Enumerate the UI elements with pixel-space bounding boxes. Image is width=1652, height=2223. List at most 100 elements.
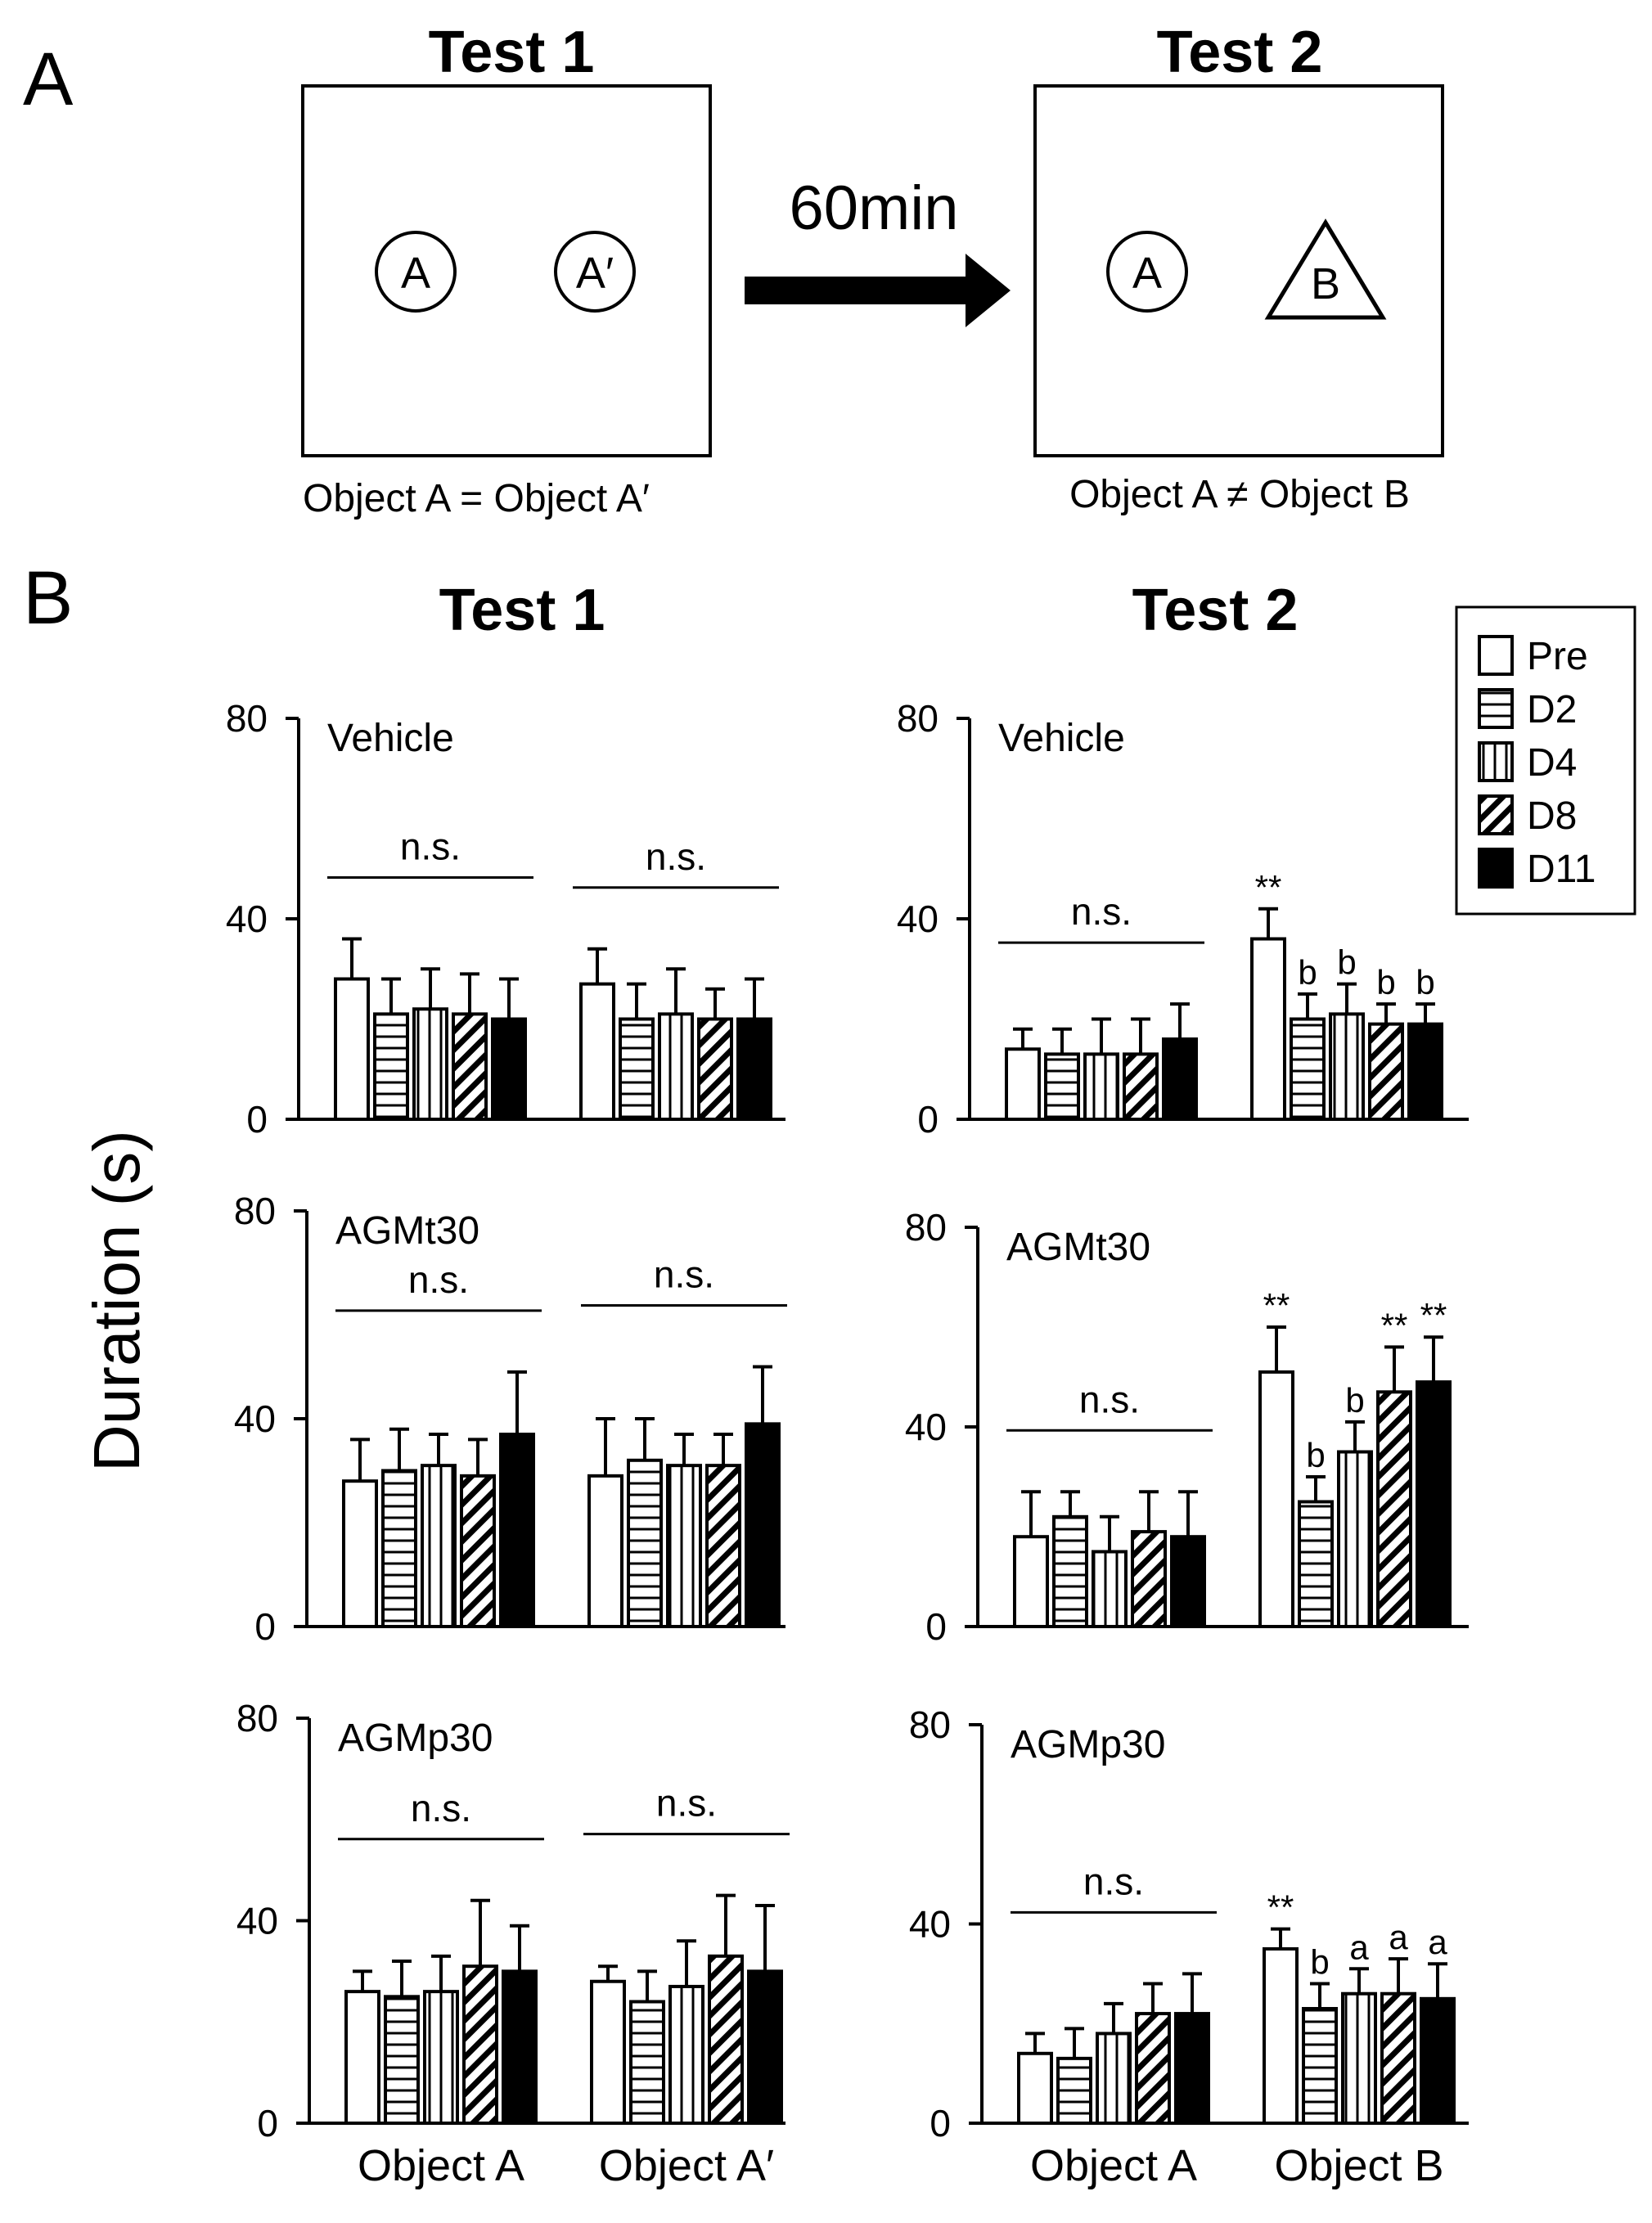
ns-label: n.s. — [408, 1258, 469, 1301]
bar-d8 — [1135, 2012, 1171, 2125]
y-tick-label: 0 — [257, 2102, 278, 2144]
significance-mark: b — [1298, 953, 1317, 992]
legend-swatch-d11 — [1478, 848, 1514, 889]
test1-caption: Object A = Object A′ — [303, 477, 650, 520]
significance-mark: ** — [1263, 1286, 1290, 1325]
significance-mark: b — [1345, 1381, 1364, 1420]
y-tick-label: 40 — [226, 898, 268, 940]
panel-b-letter: B — [23, 556, 73, 640]
y-tick-label: 0 — [930, 2102, 951, 2144]
x-tick-label: Object A′ — [599, 2141, 774, 2190]
y-tick-label: 80 — [905, 1206, 947, 1249]
bar-d4 — [1092, 1550, 1128, 1628]
bar-pre — [579, 982, 615, 1121]
object-a-circle — [375, 231, 457, 313]
bar-d8 — [1123, 1052, 1159, 1121]
interval-label: 60min — [790, 173, 959, 243]
object-b-letter: B — [1311, 259, 1340, 308]
bar-d2 — [1290, 1017, 1326, 1121]
bar-pre — [1250, 937, 1286, 1121]
bar-d4 — [1096, 2032, 1132, 2126]
x-tick-label: Object A — [1030, 2141, 1197, 2190]
legend-label-pre: Pre — [1527, 635, 1588, 678]
y-tick-label: 40 — [909, 1903, 951, 1946]
y-tick-label: 0 — [917, 1098, 939, 1141]
ns-label: n.s. — [654, 1253, 714, 1296]
object-a-letter: A — [401, 249, 430, 298]
bar-d11 — [1420, 1996, 1456, 2125]
y-tick-label: 40 — [236, 1900, 278, 1942]
bar-pre — [334, 977, 370, 1121]
ns-label: n.s. — [400, 826, 461, 868]
y-tick-label: 40 — [905, 1406, 947, 1448]
panel-a-test2-title: Test 2 — [1157, 20, 1323, 85]
object-a-circle-test2 — [1106, 231, 1188, 313]
chart-title: Vehicle — [327, 717, 454, 760]
panel-a-test1-title: Test 1 — [429, 20, 595, 85]
y-axis-label: Duration (s) — [80, 1130, 153, 1472]
legend: Pre D2 D4 D8 D11 — [1455, 605, 1636, 916]
bar-d11 — [1416, 1380, 1452, 1628]
bar-d8 — [705, 1464, 741, 1629]
bar-d2 — [619, 1017, 655, 1121]
legend-swatch-d2 — [1478, 688, 1514, 729]
bar-pre — [1263, 1946, 1299, 2125]
bar-d2 — [384, 1995, 420, 2125]
bar-d8 — [708, 1954, 744, 2125]
legend-label-d4: D4 — [1527, 741, 1577, 785]
bar-d11 — [745, 1422, 781, 1628]
bar-d11 — [499, 1433, 535, 1629]
y-tick-label: 0 — [254, 1605, 276, 1648]
bar-d11 — [491, 1017, 527, 1121]
bar-d4 — [1329, 1012, 1365, 1121]
bar-d2 — [373, 1012, 409, 1121]
bar-pre — [587, 1474, 623, 1628]
bar-d11 — [502, 1969, 538, 2125]
bar-d8 — [452, 1012, 488, 1121]
bar-d2 — [1056, 2056, 1092, 2126]
legend-label-d2: D2 — [1527, 688, 1577, 731]
chart-title: AGMp30 — [1011, 1723, 1165, 1766]
significance-mark: ** — [1255, 868, 1282, 907]
significance-mark: a — [1389, 1918, 1408, 1956]
bar-d8 — [1380, 1991, 1416, 2126]
significance-mark: ** — [1267, 1888, 1294, 1927]
legend-label-d11: D11 — [1527, 848, 1596, 891]
object-a-letter-test2: A — [1132, 249, 1162, 298]
bar-d2 — [1302, 2006, 1338, 2126]
bar-pre — [1013, 1535, 1049, 1628]
significance-mark: b — [1310, 1943, 1329, 1982]
bar-d2 — [1298, 1500, 1334, 1628]
y-tick-label: 80 — [236, 1697, 278, 1739]
chart-title: AGMt30 — [335, 1209, 479, 1253]
legend-swatch-d8 — [1478, 794, 1514, 835]
bar-pre — [590, 1979, 626, 2125]
bar-d4 — [666, 1464, 702, 1629]
bar-d4 — [423, 1990, 459, 2125]
y-tick-label: 40 — [897, 898, 939, 940]
bar-d2 — [627, 1458, 663, 1629]
significance-mark: b — [1306, 1436, 1325, 1474]
bar-d8 — [1368, 1022, 1404, 1121]
bar-d8 — [1376, 1390, 1412, 1629]
legend-swatch-d4 — [1478, 741, 1514, 782]
significance-mark: a — [1428, 1923, 1447, 1961]
col-title-test2: Test 2 — [1132, 578, 1299, 643]
bar-d4 — [421, 1464, 457, 1629]
ns-label: n.s. — [656, 1782, 717, 1825]
bar-d8 — [697, 1017, 733, 1121]
significance-mark: b — [1376, 963, 1395, 1001]
test2-arena — [1033, 84, 1444, 457]
bar-d4 — [668, 1984, 704, 2125]
ns-label: n.s. — [1071, 890, 1132, 933]
chart-title: Vehicle — [998, 717, 1125, 760]
bar-d2 — [1052, 1514, 1088, 1629]
significance-mark: a — [1349, 1928, 1369, 1966]
bar-d2 — [1044, 1052, 1080, 1121]
col-title-test1: Test 1 — [439, 578, 605, 643]
test1-arena — [301, 84, 712, 457]
bar-d4 — [1083, 1052, 1119, 1121]
